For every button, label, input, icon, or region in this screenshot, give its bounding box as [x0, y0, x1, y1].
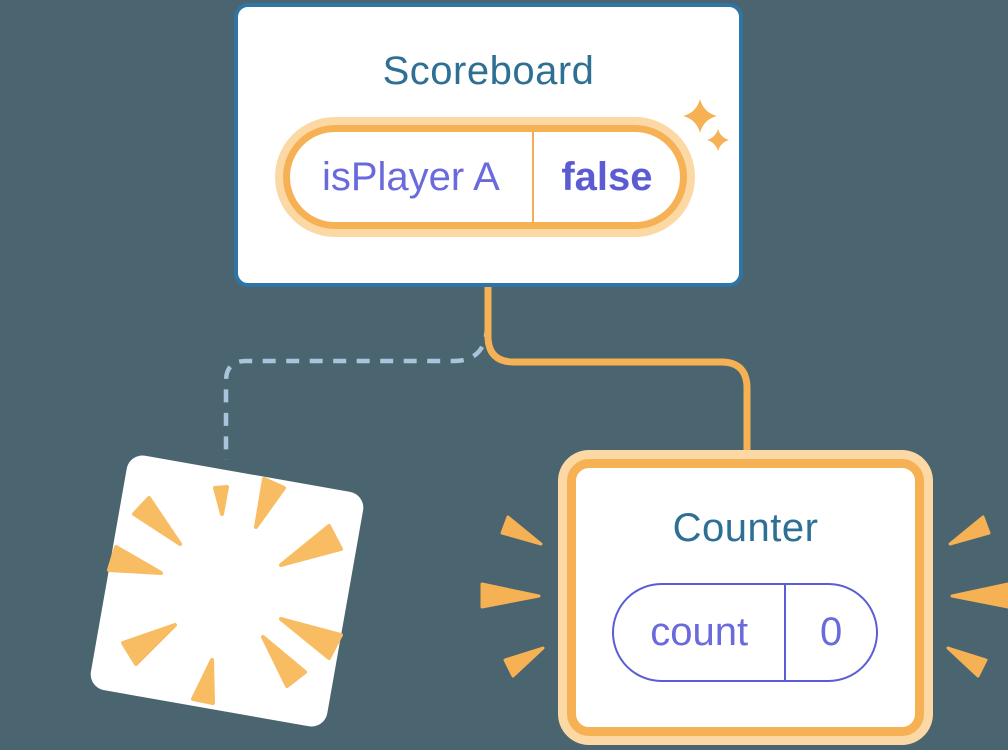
emphasis-mark — [948, 515, 991, 546]
burst-ray — [191, 658, 215, 705]
burst-ray — [279, 617, 343, 660]
counter-state-pill: count 0 — [612, 583, 878, 682]
state-name: count — [650, 610, 749, 654]
emphasis-mark — [480, 582, 541, 609]
burst-ray — [279, 524, 343, 567]
burst-ray — [254, 477, 286, 529]
emphasis-mark — [946, 646, 988, 678]
emphasis-mark — [503, 646, 545, 678]
state-value: 0 — [820, 610, 843, 654]
burst-ray — [107, 545, 163, 575]
emphasis-mark — [500, 515, 543, 546]
scoreboard-title: Scoreboard — [382, 49, 595, 93]
burst-ray — [121, 623, 177, 666]
burst-icon — [107, 477, 343, 705]
scoreboard-card: Scoreboard isPlayer A false — [234, 3, 743, 287]
emphasis-mark — [950, 582, 1008, 609]
burst-ray — [132, 496, 182, 546]
burst-ray — [261, 635, 307, 688]
counter-emphasis-left-icon — [480, 515, 545, 678]
counter-card: Counter count 0 — [567, 459, 924, 736]
state-value: false — [561, 154, 653, 199]
counter-emphasis-right-icon — [946, 515, 1008, 678]
solid-connector — [484, 284, 751, 456]
dashed-connector — [223, 323, 490, 460]
state-name: isPlayer A — [321, 154, 500, 199]
pill-divider — [531, 132, 534, 222]
burst-ray — [213, 485, 229, 516]
counter-title: Counter — [672, 506, 819, 550]
pill-divider — [784, 585, 787, 680]
scoreboard-state-pill: isPlayer A false — [283, 125, 687, 229]
